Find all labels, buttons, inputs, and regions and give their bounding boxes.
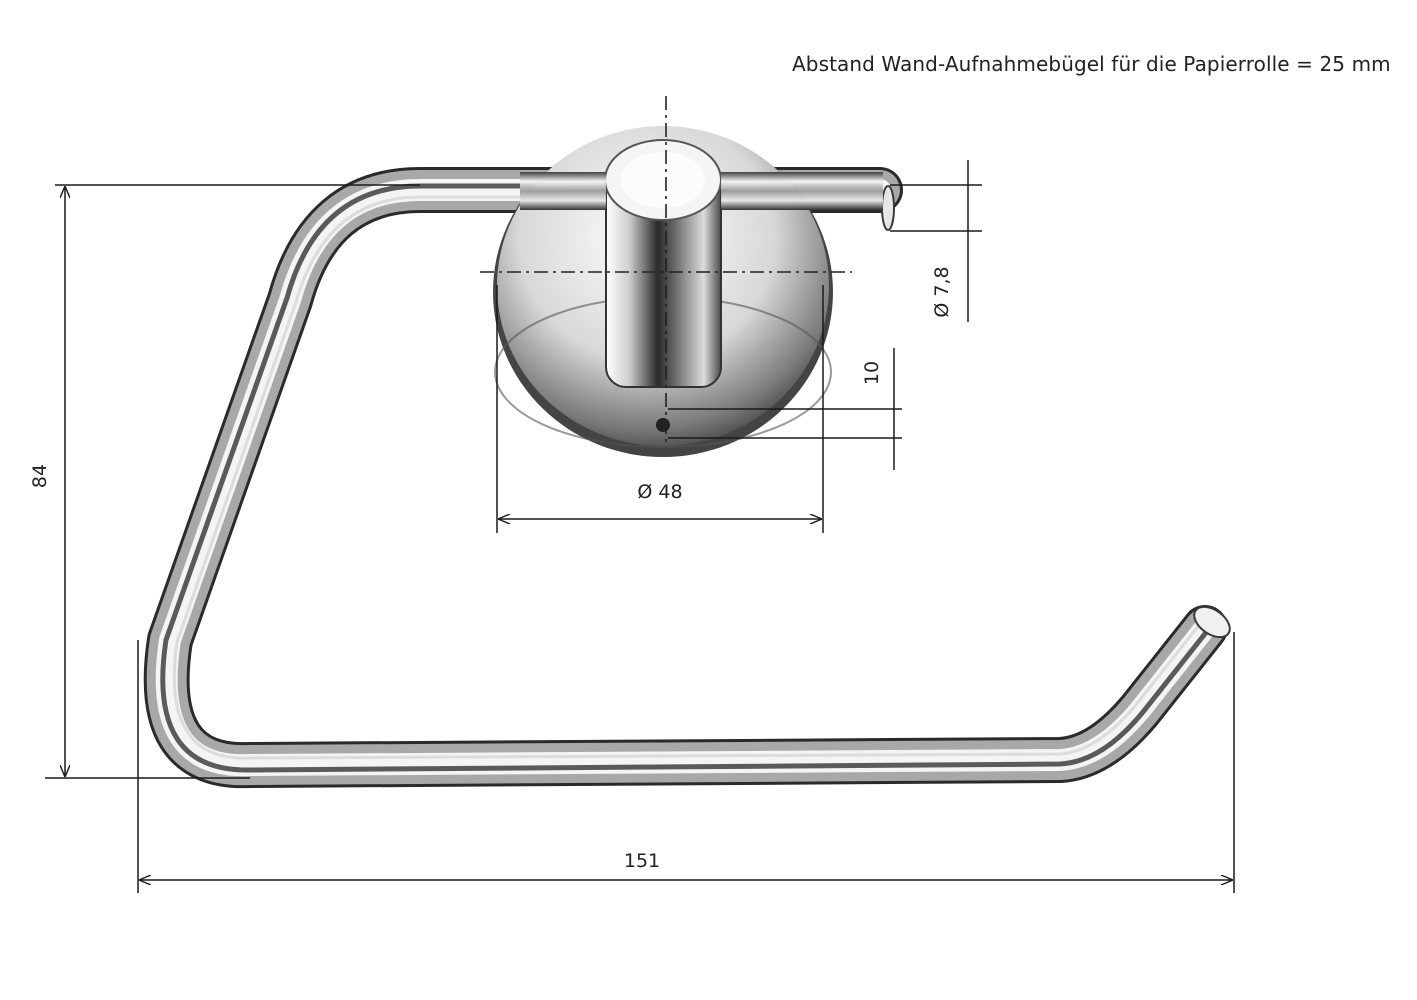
rod-through-post xyxy=(520,172,606,210)
center-post xyxy=(604,139,722,388)
base-diameter-label: Ø 48 xyxy=(637,481,682,503)
rod-diameter-label: Ø 7,8 xyxy=(931,266,953,317)
offset-label: 10 xyxy=(861,361,883,385)
height-label: 84 xyxy=(29,464,51,488)
width-label: 151 xyxy=(624,850,660,872)
screw-hole xyxy=(656,418,670,432)
dimension-lines xyxy=(45,160,1235,893)
center-lines xyxy=(480,96,852,445)
rod-end xyxy=(721,172,883,210)
mounting-distance-note: Abstand Wand-Aufnahmebügel für die Papie… xyxy=(792,52,1391,76)
holder-arm xyxy=(143,167,1231,789)
